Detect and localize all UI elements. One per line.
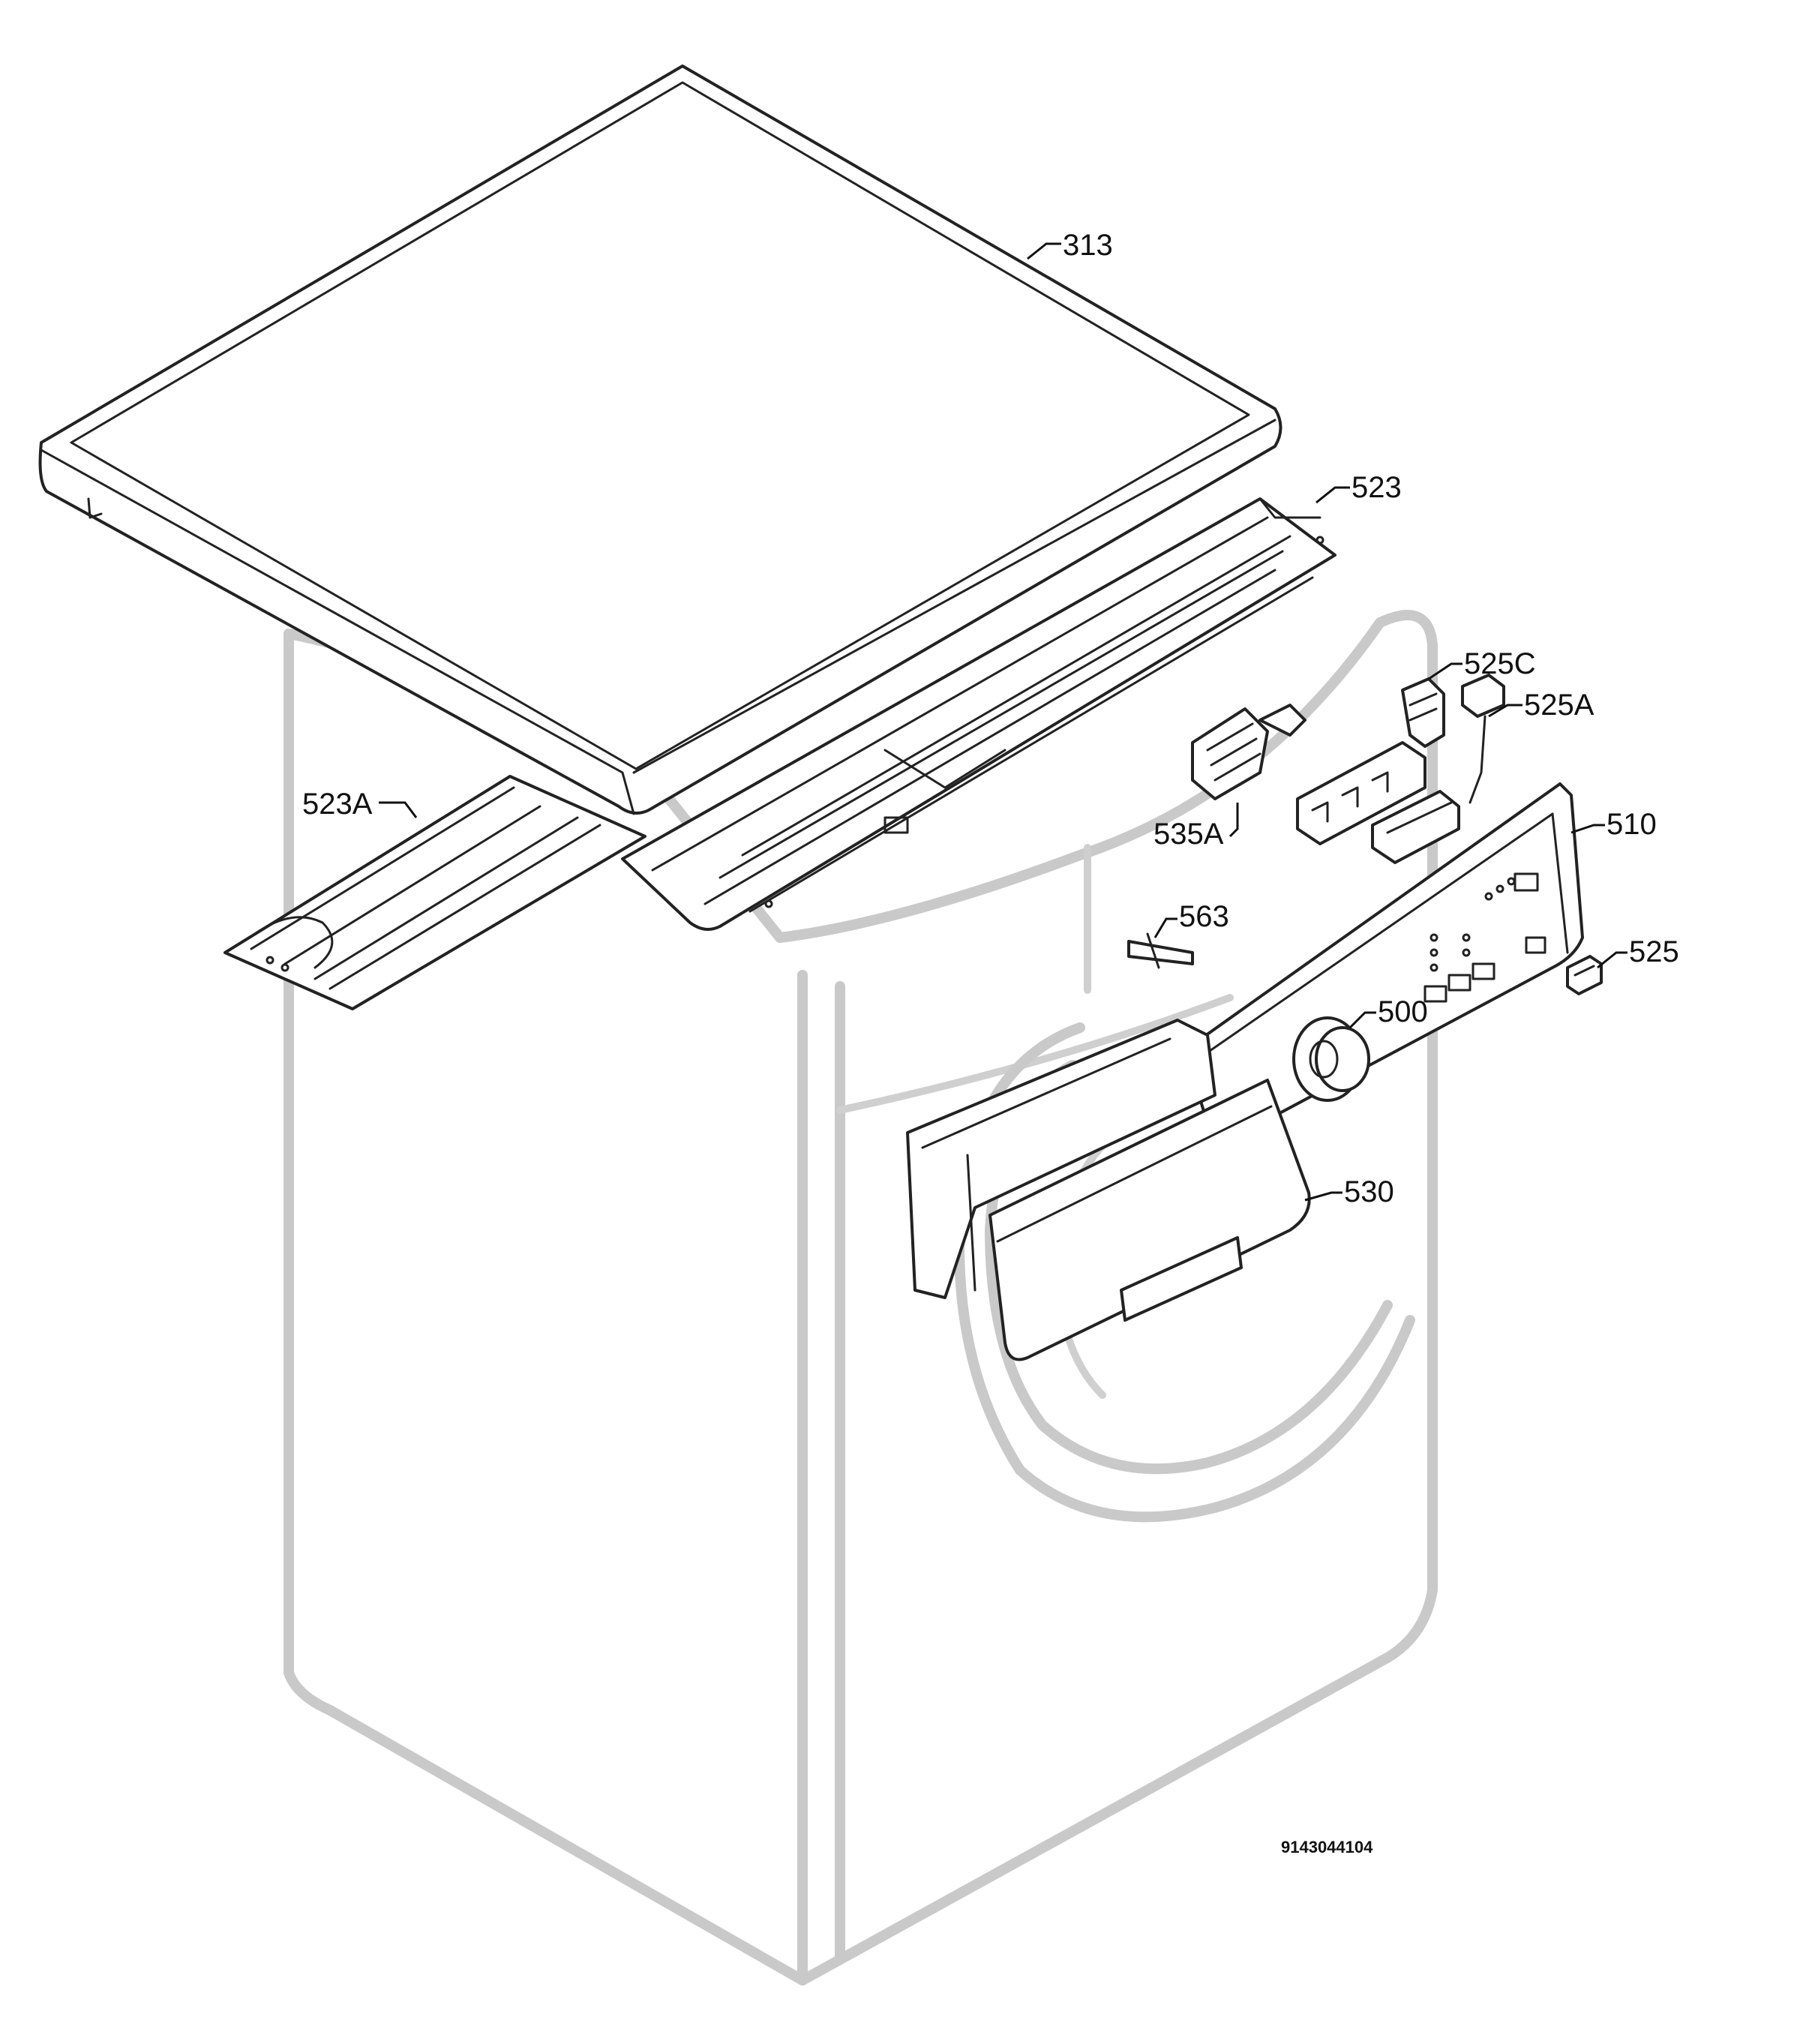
- leader-523: [1316, 486, 1350, 504]
- leader-523a: [379, 801, 418, 818]
- callout-563: 563: [1179, 900, 1229, 933]
- leader-lines: [379, 242, 1628, 1202]
- leader-530: [1304, 1191, 1342, 1202]
- callout-510: 510: [1606, 808, 1657, 841]
- leader-313: [1027, 242, 1061, 260]
- callout-523a: 523A: [302, 788, 373, 821]
- leader-525: [1597, 951, 1628, 969]
- board-535a: [1191, 704, 1306, 800]
- side-rail-523a: [224, 775, 646, 1010]
- callout-313: 313: [1063, 229, 1113, 262]
- callout-525a: 525A: [1524, 689, 1594, 722]
- leader-500: [1348, 1011, 1376, 1029]
- callout-530: 530: [1344, 1175, 1394, 1208]
- pin-563: [1127, 932, 1194, 969]
- callout-525c: 525C: [1464, 647, 1536, 680]
- board-525a: [1296, 674, 1505, 845]
- connector-525: [1566, 955, 1603, 995]
- control-panel-510: [1184, 782, 1584, 1149]
- board-connector-block: [1371, 790, 1460, 864]
- callout-535a: 535A: [1154, 818, 1224, 851]
- callout-525: 525: [1629, 935, 1679, 968]
- board-525c: [1401, 677, 1445, 748]
- leader-525a: [1488, 704, 1522, 718]
- callout-500: 500: [1378, 995, 1428, 1028]
- leader-563: [1154, 917, 1178, 938]
- leader-510: [1570, 824, 1605, 834]
- leader-535a: [1228, 803, 1239, 838]
- lid-313: [38, 65, 1282, 815]
- document-number: 9143044104: [1281, 1838, 1373, 1856]
- knob-500: [1292, 1016, 1370, 1102]
- callout-523: 523: [1352, 471, 1402, 504]
- top-rail-523: [621, 497, 1336, 931]
- leader-525c: [1428, 662, 1462, 680]
